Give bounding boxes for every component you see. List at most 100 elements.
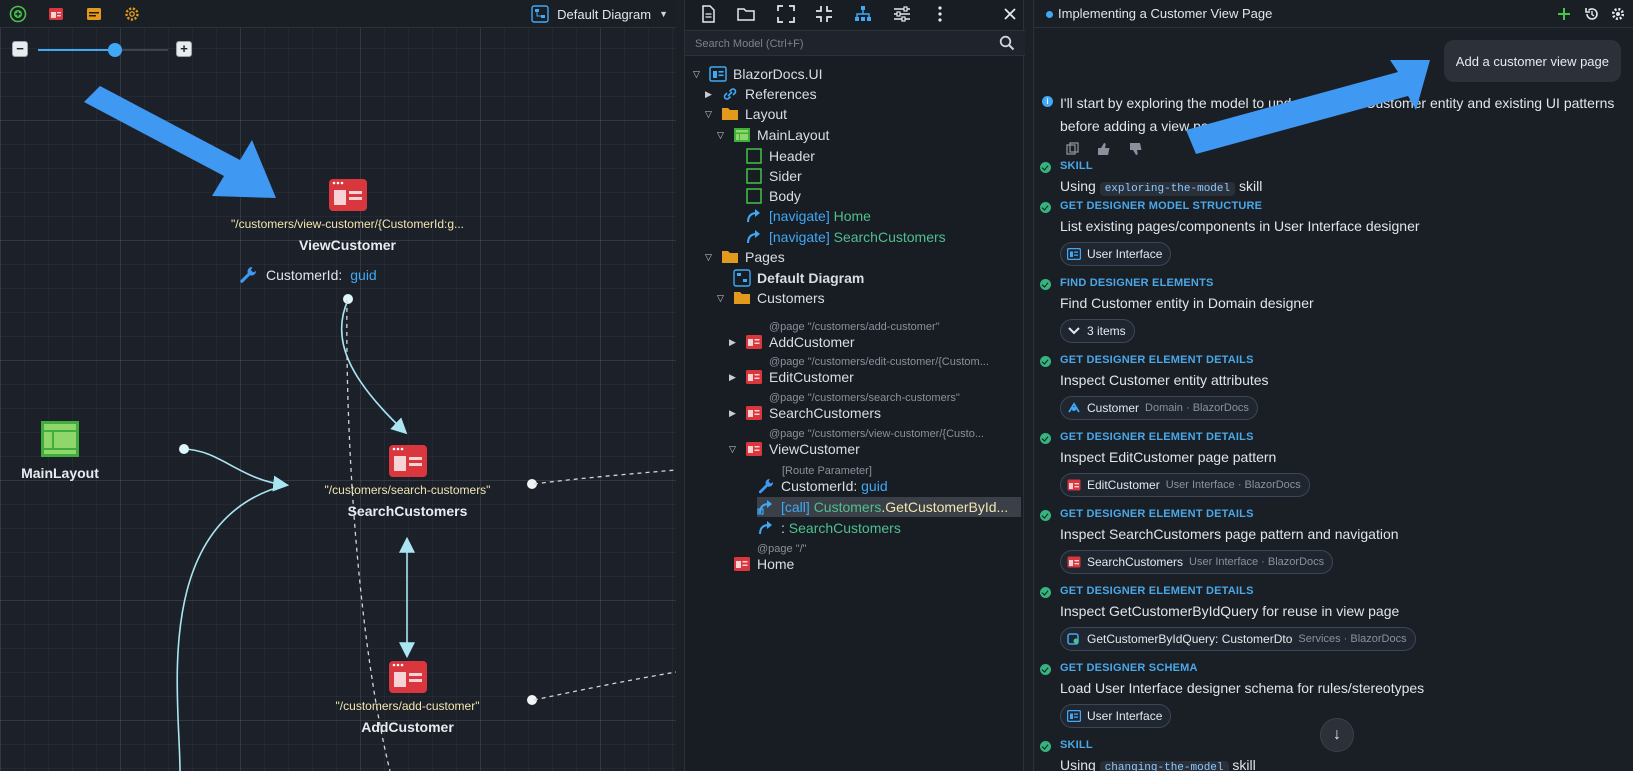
tree-item-body[interactable]: Body bbox=[745, 186, 801, 206]
caret-right-icon[interactable]: ▶ bbox=[729, 336, 736, 347]
tree-item-customers[interactable]: ▽ Customers bbox=[717, 288, 825, 308]
tool-step-description: Inspect SearchCustomers page pattern and… bbox=[1060, 526, 1399, 542]
gear-icon[interactable] bbox=[1610, 6, 1626, 22]
zoom-out-button[interactable]: − bbox=[12, 41, 28, 57]
tree-item-call-selected[interactable]: [call] Customers.GetCustomerById... bbox=[757, 497, 1021, 517]
copy-icon[interactable] bbox=[1066, 142, 1080, 156]
page-add-icon[interactable] bbox=[46, 4, 66, 24]
caret-down-icon[interactable]: ▽ bbox=[705, 108, 712, 119]
tool-result-chip[interactable]: User Interface bbox=[1060, 704, 1172, 728]
tree-item-header[interactable]: Header bbox=[745, 146, 815, 166]
navigate-target: SearchCustomers bbox=[788, 520, 901, 536]
collapse-icon[interactable] bbox=[815, 5, 833, 23]
tool-step-kind: GET DESIGNER SCHEMA bbox=[1060, 662, 1198, 674]
zoom-slider-handle[interactable] bbox=[108, 43, 122, 57]
tree-item-label: References bbox=[745, 86, 817, 102]
search-icon[interactable] bbox=[999, 35, 1015, 51]
history-icon[interactable] bbox=[1584, 6, 1600, 22]
tool-step-kind: SKILL bbox=[1060, 739, 1093, 751]
chat-panel: Implementing a Customer View Page Add a … bbox=[1033, 0, 1633, 771]
thumbs-down-icon[interactable] bbox=[1129, 142, 1143, 156]
chat-title: Implementing a Customer View Page bbox=[1058, 6, 1273, 21]
tool-step-kind: GET DESIGNER MODEL STRUCTURE bbox=[1060, 200, 1263, 212]
close-icon[interactable] bbox=[1001, 5, 1019, 23]
sliders-icon[interactable] bbox=[893, 5, 911, 23]
caret-down-icon[interactable]: ▽ bbox=[717, 129, 724, 140]
caret-down-icon[interactable]: ▽ bbox=[717, 292, 724, 303]
tree-item-main-layout[interactable]: ▽ MainLayout bbox=[717, 125, 829, 145]
tree-item-customer-id[interactable]: CustomerId: guid bbox=[757, 476, 888, 496]
scroll-down-button[interactable]: ↓ bbox=[1320, 718, 1354, 752]
node-view-customer[interactable]: "/customers/view-customer/{CustomerId:g.… bbox=[220, 178, 475, 253]
folder-open-icon[interactable] bbox=[737, 5, 755, 23]
caret-right-icon[interactable]: ▶ bbox=[729, 407, 736, 418]
hierarchy-icon[interactable] bbox=[854, 5, 872, 23]
caret-down-icon[interactable]: ▽ bbox=[693, 68, 700, 79]
node-name: MainLayout bbox=[21, 465, 99, 481]
layout-icon bbox=[734, 128, 750, 142]
plus-icon[interactable] bbox=[1556, 6, 1572, 22]
tool-result-chip[interactable]: User Interface bbox=[1060, 242, 1172, 266]
tree-item-navigate-search[interactable]: [navigate] SearchCustomers bbox=[745, 227, 946, 247]
chat-header: Implementing a Customer View Page bbox=[1034, 0, 1633, 28]
tree-item-references[interactable]: ▶ References bbox=[705, 84, 817, 104]
tree-item-default-diagram[interactable]: Default Diagram bbox=[733, 268, 864, 288]
tree-item-label: Body bbox=[769, 188, 801, 204]
tree-item-edit-customer[interactable]: ▶ EditCustomer bbox=[729, 367, 854, 387]
navigate-arrow-icon bbox=[759, 521, 772, 535]
file-icon[interactable] bbox=[699, 5, 717, 23]
diagram-selector[interactable]: Default Diagram ▼ bbox=[531, 5, 668, 23]
tool-result-chip[interactable]: 3 items bbox=[1060, 319, 1135, 343]
node-main-layout[interactable]: MainLayout bbox=[14, 420, 106, 481]
node-add-customer[interactable]: "/customers/add-customer" AddCustomer bbox=[320, 660, 495, 735]
caret-right-icon[interactable]: ▶ bbox=[729, 371, 736, 382]
tool-step-description: Inspect EditCustomer page pattern bbox=[1060, 449, 1277, 465]
caret-right-icon[interactable]: ▶ bbox=[705, 88, 712, 99]
chip-label: GetCustomerByIdQuery: CustomerDto bbox=[1087, 632, 1293, 646]
zoom-slider-fill bbox=[38, 49, 114, 51]
tree-item-home[interactable]: Home bbox=[733, 554, 794, 574]
add-circle-icon[interactable] bbox=[8, 4, 28, 24]
ui-package-icon bbox=[709, 66, 727, 82]
settings-cog-icon[interactable] bbox=[122, 4, 142, 24]
zoom-in-button[interactable]: + bbox=[176, 41, 192, 57]
check-circle-icon bbox=[1040, 202, 1051, 213]
tree-item-root[interactable]: ▽ BlazorDocs.UI bbox=[693, 64, 822, 84]
node-search-customers[interactable]: "/customers/search-customers" SearchCust… bbox=[300, 444, 515, 519]
tree-item-navigate-back[interactable]: : SearchCustomers bbox=[757, 518, 901, 538]
diagram-canvas[interactable]: Default Diagram ▼ − + bbox=[0, 0, 676, 771]
tool-step-kind: GET DESIGNER ELEMENT DETAILS bbox=[1060, 354, 1254, 366]
chip-sublabel: User Interface · BlazorDocs bbox=[1189, 556, 1325, 568]
chevron-down-icon: ▼ bbox=[659, 9, 668, 19]
param-type: guid bbox=[350, 267, 377, 283]
chip-sublabel: Domain · BlazorDocs bbox=[1145, 402, 1249, 414]
link-icon bbox=[723, 88, 737, 100]
tree-item-view-customer[interactable]: ▽ ViewCustomer bbox=[729, 439, 860, 459]
tool-step-description: Inspect GetCustomerByIdQuery for reuse i… bbox=[1060, 603, 1400, 619]
search-input[interactable] bbox=[695, 35, 985, 53]
component-add-icon[interactable] bbox=[84, 4, 104, 24]
tree-item-pages[interactable]: ▽ Pages bbox=[705, 247, 785, 267]
check-circle-icon bbox=[1040, 510, 1051, 521]
folder-icon bbox=[722, 108, 738, 120]
tree-item-add-customer[interactable]: ▶ AddCustomer bbox=[729, 332, 855, 352]
expand-icon[interactable] bbox=[777, 5, 795, 23]
layout-icon bbox=[41, 421, 79, 457]
tree-item-layout[interactable]: ▽ Layout bbox=[705, 104, 787, 124]
tree-item-navigate-home[interactable]: [navigate] Home bbox=[745, 206, 871, 226]
tree-item-label: Pages bbox=[745, 249, 785, 265]
more-vertical-icon[interactable] bbox=[931, 5, 949, 23]
tree-item-search-customers[interactable]: ▶ SearchCustomers bbox=[729, 403, 881, 423]
tree-item-sider[interactable]: Sider bbox=[745, 166, 802, 186]
model-tree-panel: ▽ BlazorDocs.UI ▶ References ▽ Layout ▽ … bbox=[684, 0, 1025, 771]
chip-label: User Interface bbox=[1087, 247, 1163, 261]
caret-down-icon[interactable]: ▽ bbox=[729, 443, 736, 454]
caret-down-icon[interactable]: ▽ bbox=[705, 251, 712, 262]
tool-step-description: Load User Interface designer schema for … bbox=[1060, 680, 1425, 696]
thumbs-up-icon[interactable] bbox=[1097, 142, 1111, 156]
node-param[interactable]: CustomerId: guid bbox=[238, 265, 377, 285]
